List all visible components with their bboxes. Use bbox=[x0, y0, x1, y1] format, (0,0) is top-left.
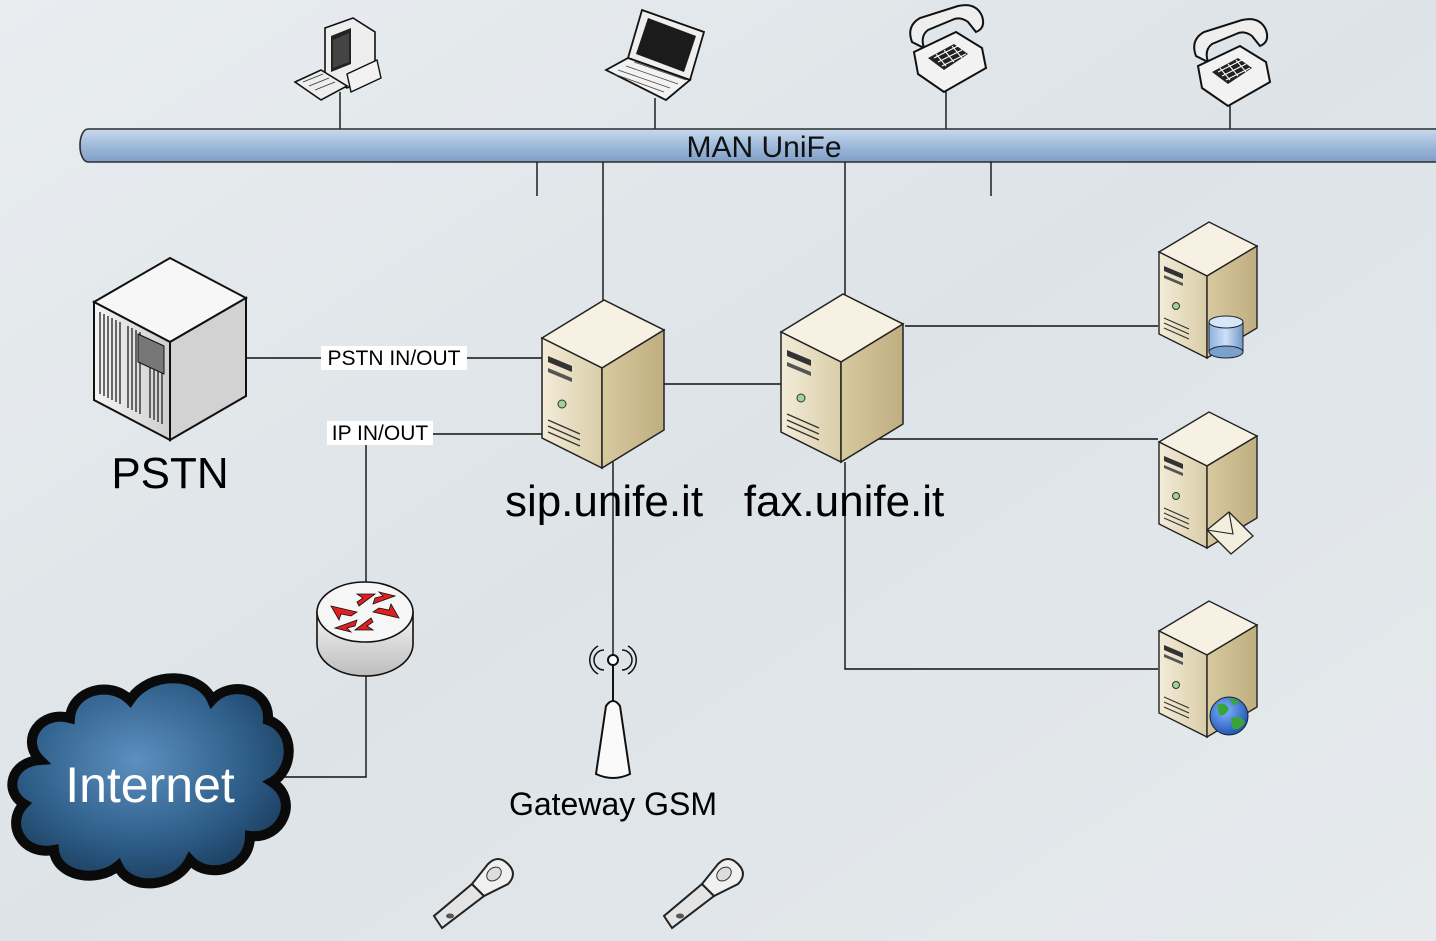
desktop-computer-icon bbox=[293, 17, 382, 101]
gsm-label: Gateway GSM bbox=[509, 786, 717, 822]
pstn-switch-icon bbox=[91, 256, 249, 442]
ip-link-label-box: IP IN/OUT bbox=[327, 421, 433, 445]
pstn-link-label: PSTN IN/OUT bbox=[327, 347, 460, 370]
database-icon bbox=[1208, 315, 1244, 359]
internet-cloud-icon: Internet bbox=[7, 673, 294, 889]
router-icon bbox=[316, 581, 414, 677]
globe-icon bbox=[1209, 696, 1249, 736]
bus-label: MAN UniFe bbox=[686, 131, 841, 164]
envelope-icon bbox=[1206, 511, 1254, 555]
laptop-icon bbox=[604, 8, 706, 102]
bus-drop-lines bbox=[536, 162, 992, 318]
pstn-label: PSTN bbox=[111, 449, 228, 498]
web-server-icon bbox=[1158, 600, 1258, 738]
man-bus: MAN UniFe bbox=[79, 128, 1436, 164]
internet-label: Internet bbox=[65, 757, 235, 813]
ip-link-label: IP IN/OUT bbox=[332, 422, 429, 445]
sip-label: sip.unife.it bbox=[505, 477, 703, 526]
pstn-link-label-box: PSTN IN/OUT bbox=[321, 346, 467, 370]
fax-label: fax.unife.it bbox=[744, 477, 945, 526]
database-server-icon bbox=[1158, 221, 1258, 359]
gsm-antenna-icon bbox=[589, 645, 637, 779]
mail-server-icon bbox=[1158, 411, 1258, 555]
